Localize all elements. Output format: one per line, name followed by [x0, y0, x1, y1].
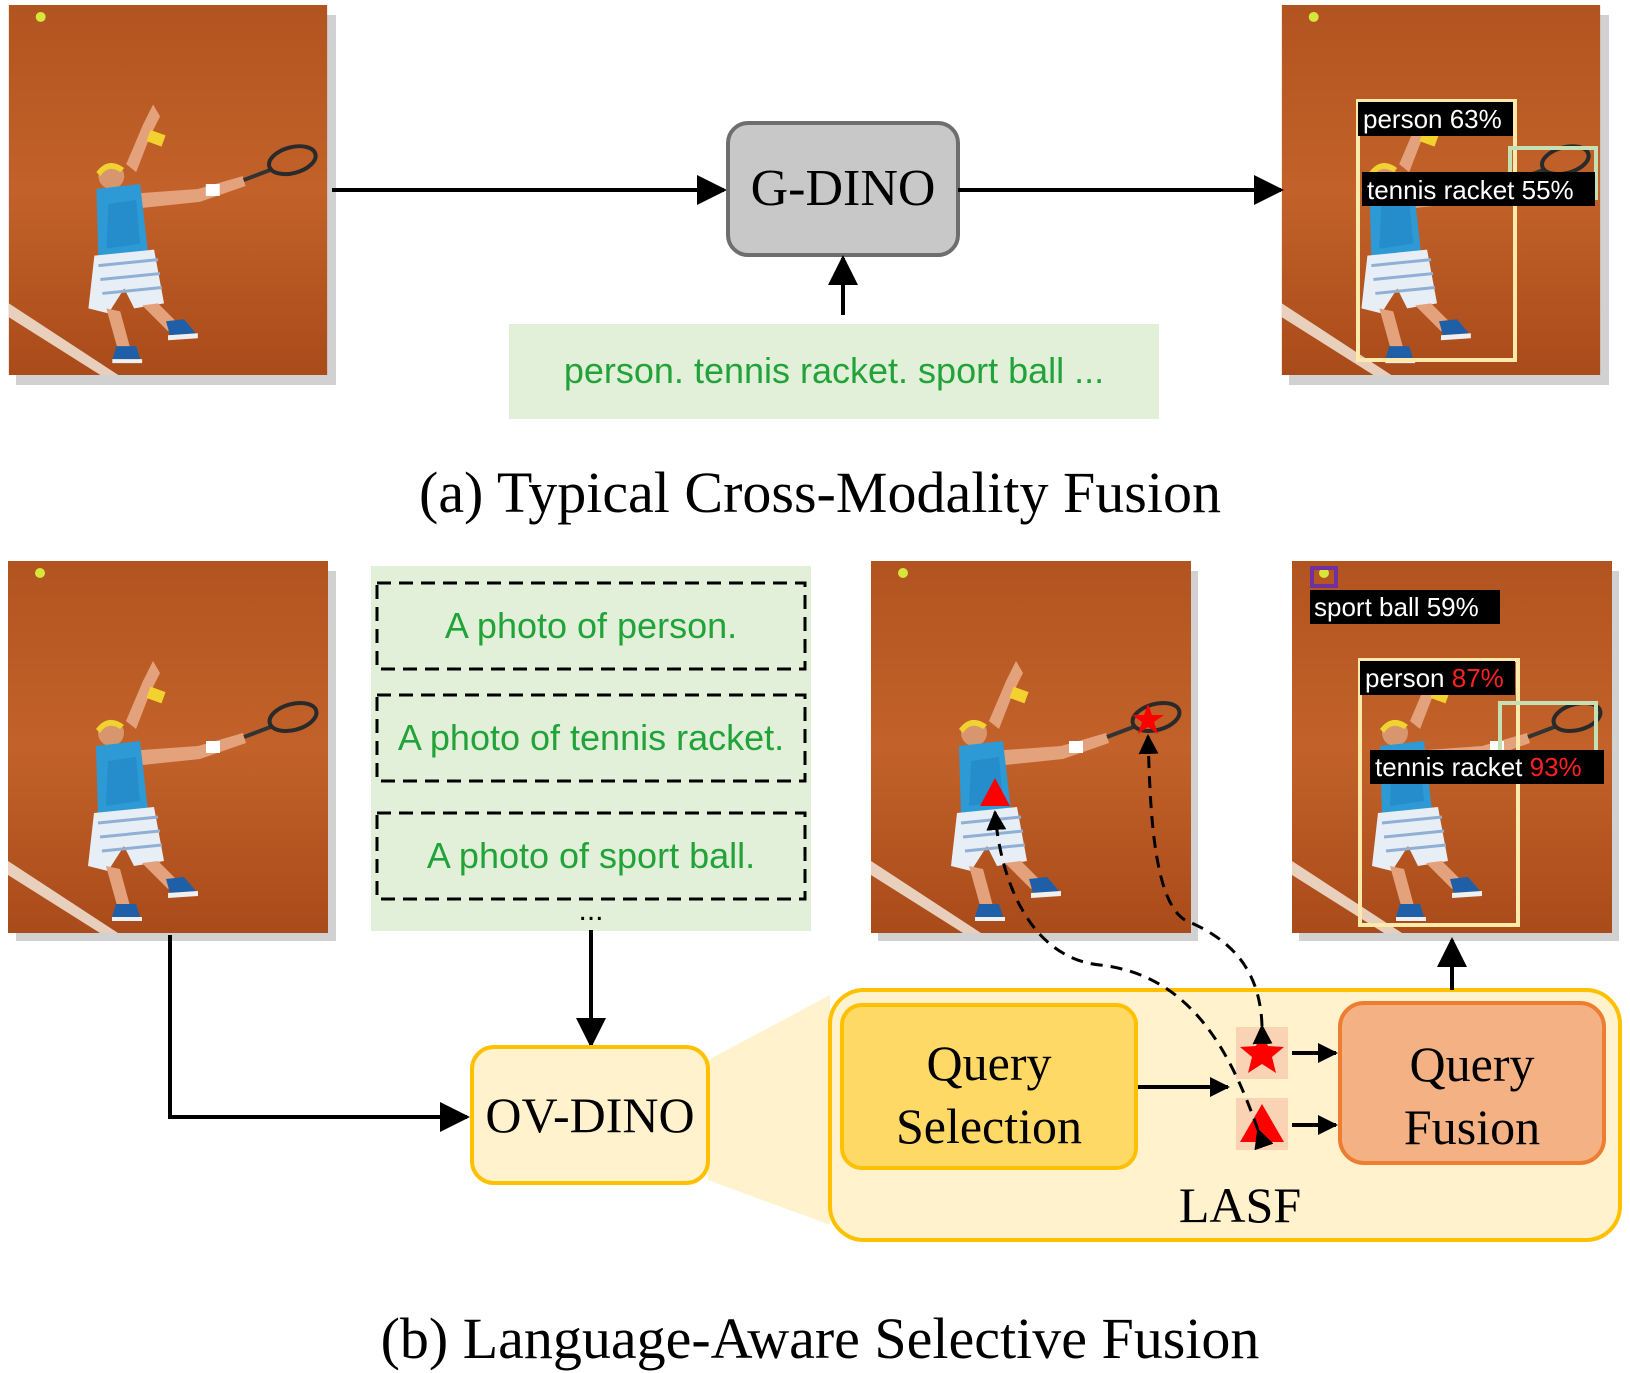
detection-label-racket-b: tennis racket 93%: [1375, 752, 1582, 782]
query-image-b: [871, 561, 1198, 941]
gdino-label: G-DINO: [751, 160, 936, 217]
prompt-sport-ball: A photo of sport ball.: [427, 835, 755, 876]
query-fusion-line1: Query: [1410, 1036, 1535, 1092]
detection-label-person-a: person 63%: [1363, 104, 1502, 134]
query-fusion-line2: Fusion: [1404, 1099, 1540, 1155]
section-b: A photo of person. A photo of tennis rac…: [8, 561, 1622, 1371]
lasf-block: LASF Query Selection Query Fusion: [828, 988, 1622, 1242]
query-selection-line1: Query: [927, 1035, 1052, 1091]
ovdino-label: OV-DINO: [485, 1087, 694, 1143]
input-image-a: [8, 5, 336, 385]
prompt-tennis-racket: A photo of tennis racket.: [398, 717, 784, 758]
prompt-text-a: person. tennis racket. sport ball ...: [564, 350, 1104, 391]
caption-b: (b) Language-Aware Selective Fusion: [381, 1306, 1260, 1371]
output-image-a: person 63% tennis racket 55%: [1281, 5, 1609, 385]
prompt-ellipsis: ...: [578, 894, 603, 927]
person-name-b: person: [1365, 663, 1452, 693]
gdino-block: G-DINO: [726, 121, 960, 257]
dashed-link-star: [1138, 734, 1273, 1045]
detection-label-person-b: person 87%: [1365, 663, 1504, 693]
ovdino-block: OV-DINO: [470, 1045, 710, 1185]
person-score-b: 87%: [1452, 663, 1504, 693]
text-prompt-a: person. tennis racket. sport ball ...: [509, 324, 1159, 419]
triangle-marker-person: [980, 778, 1010, 806]
detection-label-racket-a: tennis racket 55%: [1367, 175, 1574, 205]
caption-a: (a) Typical Cross-Modality Fusion: [419, 460, 1221, 525]
dashed-link-triangle: [986, 810, 1274, 1151]
prompt-person: A photo of person.: [445, 605, 737, 646]
section-a: person 63% tennis racket 55% G-DINO pers…: [8, 5, 1609, 525]
zoom-wedge: [708, 995, 830, 1225]
output-image-b: sport ball 59% person 87% tennis racket …: [1292, 561, 1619, 941]
lasf-label: LASF: [1179, 1177, 1301, 1233]
arrow-image-to-ovdino: [168, 935, 470, 1132]
query-selection-block: Query Selection: [840, 1003, 1138, 1170]
racket-name-b: tennis racket: [1375, 752, 1530, 782]
query-fusion-block: Query Fusion: [1338, 1001, 1606, 1165]
person-box-a: [1356, 99, 1517, 362]
racket-score-b: 93%: [1530, 752, 1582, 782]
input-image-b: [8, 561, 336, 941]
query-selection-line2: Selection: [896, 1098, 1082, 1154]
star-marker-racket: [1132, 704, 1164, 734]
prompt-list-b: A photo of person. A photo of tennis rac…: [371, 566, 811, 931]
detection-label-ball-b: sport ball 59%: [1314, 592, 1479, 622]
ball-box-b: [1310, 566, 1338, 588]
person-box-b: [1358, 658, 1520, 927]
